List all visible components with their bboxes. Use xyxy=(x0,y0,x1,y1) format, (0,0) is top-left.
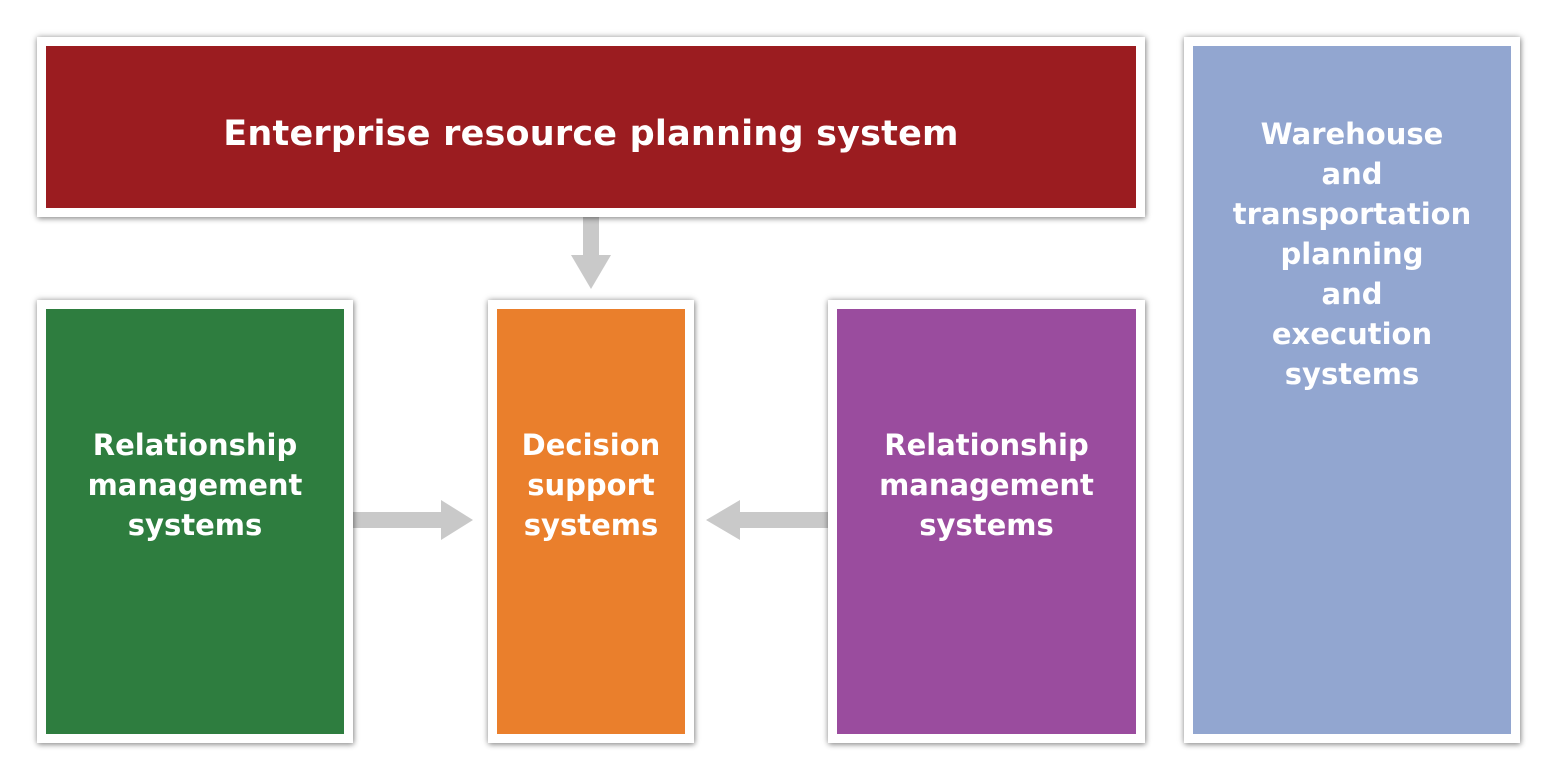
relationship-management-right-box: Relationship management systems xyxy=(828,300,1145,743)
arrow-relationship-left-to-decision xyxy=(353,500,473,540)
relationship-management-left-box: Relationship management systems xyxy=(37,300,353,743)
warehouse-transportation-box: Warehouse and transportation planning an… xyxy=(1184,37,1520,743)
erp-system-label: Enterprise resource planning system xyxy=(223,114,959,154)
warehouse-transportation-label: Warehouse and transportation planning an… xyxy=(1232,117,1472,391)
erp-system-box: Enterprise resource planning system xyxy=(37,37,1145,217)
arrow-erp-to-decision xyxy=(571,215,611,289)
decision-support-label: Decision support systems xyxy=(521,428,661,542)
relationship-management-right-label: Relationship management systems xyxy=(879,428,1094,542)
arrow-relationship-right-to-decision xyxy=(706,500,830,540)
decision-support-box: Decision support systems xyxy=(488,300,694,743)
relationship-management-left-label: Relationship management systems xyxy=(87,428,303,542)
